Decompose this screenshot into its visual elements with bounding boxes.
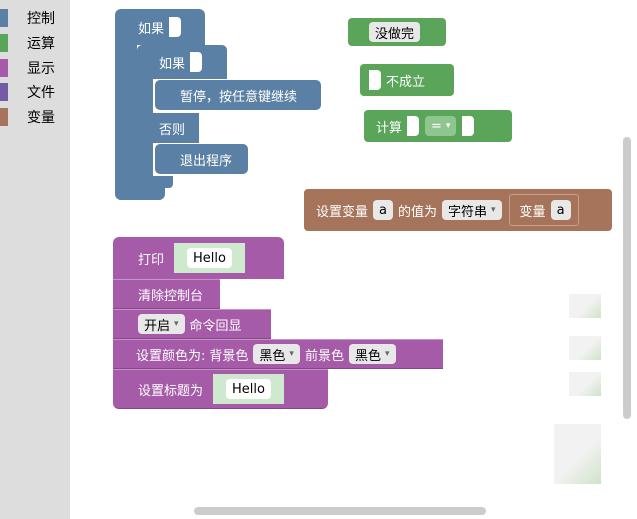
category-label: 控制 (27, 11, 55, 27)
variable-getter-label: 变量 (519, 204, 546, 220)
category-color-swatch (0, 108, 8, 126)
set-color-block[interactable]: 设置颜色为:背景色黑色▾前景色黑色▾ (113, 339, 443, 369)
set-color-label: 设置颜色为: (136, 348, 206, 364)
foreground-label: 前景色 (304, 348, 344, 364)
category-label: 运算 (27, 36, 55, 52)
ghost-tile (554, 424, 601, 484)
type-dropdown[interactable]: 字符串▾ (442, 200, 502, 220)
category-file[interactable]: 文件 (0, 81, 70, 103)
if-label: 如果 (138, 21, 165, 37)
foreground-value: 黑色 (354, 348, 381, 364)
category-display[interactable]: 显示 (0, 57, 70, 79)
compare-label: 计算 (376, 120, 403, 136)
category-label: 变量 (27, 110, 55, 126)
category-color-swatch (0, 9, 8, 27)
if-inner-spine[interactable] (137, 79, 153, 113)
right-socket[interactable] (462, 116, 475, 136)
category-variable[interactable]: 变量 (0, 106, 70, 128)
set-title-block[interactable]: 设置标题为 Hello (113, 369, 328, 409)
else-label: 否则 (159, 122, 186, 138)
else-row[interactable]: 否则 (137, 113, 199, 143)
ghost-tile (569, 336, 601, 360)
compare-block[interactable]: 计算 =▾ (364, 110, 512, 142)
title-value[interactable]: Hello (226, 379, 271, 399)
category-color-swatch (0, 59, 8, 77)
category-control[interactable]: 控制 (0, 7, 70, 29)
background-label: 背景色 (209, 348, 249, 364)
background-value: 黑色 (259, 348, 286, 364)
string-field[interactable]: 没做完 (369, 22, 421, 42)
category-logic[interactable]: 运算 (0, 32, 70, 54)
vertical-scrollbar[interactable] (623, 137, 631, 419)
ghost-tile (569, 294, 601, 318)
if-label: 如果 (159, 56, 186, 72)
set-title-label: 设置标题为 (138, 383, 204, 399)
echo-block[interactable]: 开启▾命令回显 (113, 309, 271, 339)
if-block-outer[interactable]: 如果 (115, 9, 205, 45)
print-block[interactable]: 打印 Hello (113, 237, 284, 279)
set-variable-label: 设置变量 (316, 204, 369, 220)
variable-getter-name[interactable]: a (550, 200, 571, 220)
print-label: 打印 (138, 252, 165, 268)
echo-value: 开启 (144, 318, 171, 334)
variable-name-field[interactable]: a (373, 200, 393, 220)
operator-dropdown[interactable]: =▾ (425, 116, 457, 136)
not-block[interactable]: 不成立 (360, 64, 454, 96)
workspace[interactable]: 如果 如果 暂停，按任意键继续 否则 退出程序 没做完 不成立 计算=▾ (70, 0, 637, 519)
chevron-down-icon: ▾ (491, 205, 496, 215)
left-socket[interactable] (407, 116, 420, 136)
string-literal-block[interactable]: 没做完 (348, 18, 446, 46)
pause-label: 暂停，按任意键继续 (180, 89, 298, 105)
exit-block[interactable]: 退出程序 (155, 144, 248, 174)
foreground-dropdown[interactable]: 黑色▾ (348, 344, 396, 364)
string-literal[interactable]: Hello (174, 243, 245, 273)
operator-value: = (431, 118, 442, 134)
if-block-outer-footer[interactable] (115, 184, 165, 200)
condition-socket[interactable] (169, 17, 182, 37)
chevron-down-icon: ▾ (174, 319, 179, 329)
set-variable-middle-label: 的值为 (397, 204, 437, 220)
not-label: 不成立 (386, 74, 426, 90)
chevron-down-icon: ▾ (384, 349, 390, 359)
condition-socket[interactable] (190, 52, 203, 72)
pause-block[interactable]: 暂停，按任意键继续 (155, 80, 321, 110)
toolbox: 控制 运算 显示 文件 变量 (0, 0, 70, 519)
if-inner-footer[interactable] (137, 176, 173, 188)
category-color-swatch (0, 83, 8, 101)
category-label: 文件 (27, 85, 55, 101)
echo-label: 命令回显 (189, 318, 242, 334)
type-value: 字符串 (448, 204, 488, 220)
background-dropdown[interactable]: 黑色▾ (253, 344, 300, 364)
chevron-down-icon: ▾ (445, 121, 451, 131)
else-spine[interactable] (137, 143, 153, 176)
exit-label: 退出程序 (180, 153, 233, 169)
ghost-tile (569, 372, 601, 396)
print-value[interactable]: Hello (187, 248, 232, 268)
clear-console-label: 清除控制台 (138, 288, 204, 304)
if-block-outer-spine[interactable] (115, 45, 137, 188)
horizontal-scrollbar[interactable] (194, 507, 486, 515)
category-color-swatch (0, 34, 8, 52)
value-socket[interactable] (369, 70, 381, 90)
category-label: 显示 (27, 61, 55, 77)
chevron-down-icon: ▾ (289, 349, 294, 359)
clear-console-block[interactable]: 清除控制台 (113, 279, 220, 309)
if-block-inner[interactable]: 如果 (137, 45, 227, 79)
string-literal[interactable]: Hello (213, 374, 284, 404)
echo-dropdown[interactable]: 开启▾ (138, 314, 185, 334)
